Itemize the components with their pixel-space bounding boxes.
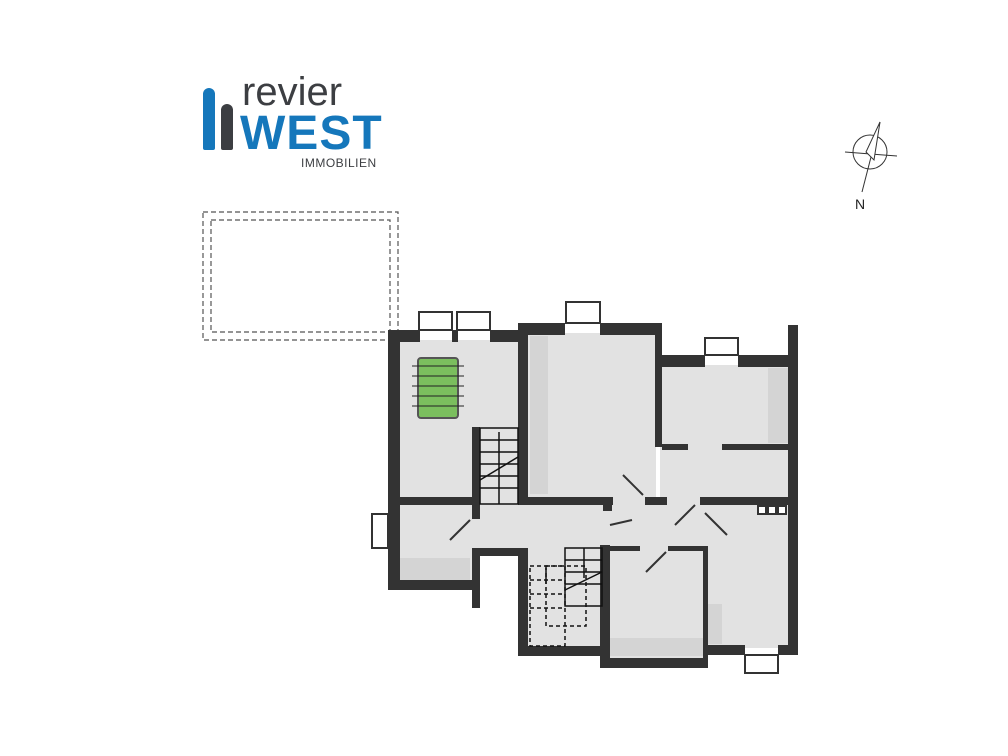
compass-north-label: N [855, 196, 866, 212]
logo-bar-blue [203, 88, 215, 150]
logo-text-immobilien: IMMOBILIEN [301, 156, 377, 170]
logo-text-west: WEST [240, 107, 383, 160]
staircase [479, 427, 603, 647]
logo-bar-dark [221, 104, 233, 150]
windows [371, 301, 787, 674]
dashed-outline-area [202, 211, 399, 341]
logo-text-revier: revier [242, 70, 343, 114]
north-arrow-icon [844, 121, 898, 193]
revier-west-logo: revier WEST IMMOBILIEN [200, 70, 410, 176]
foosball-table-icon [412, 357, 464, 419]
built-in-cabinets [400, 336, 788, 656]
door-swings [449, 474, 728, 573]
walls [388, 323, 798, 668]
